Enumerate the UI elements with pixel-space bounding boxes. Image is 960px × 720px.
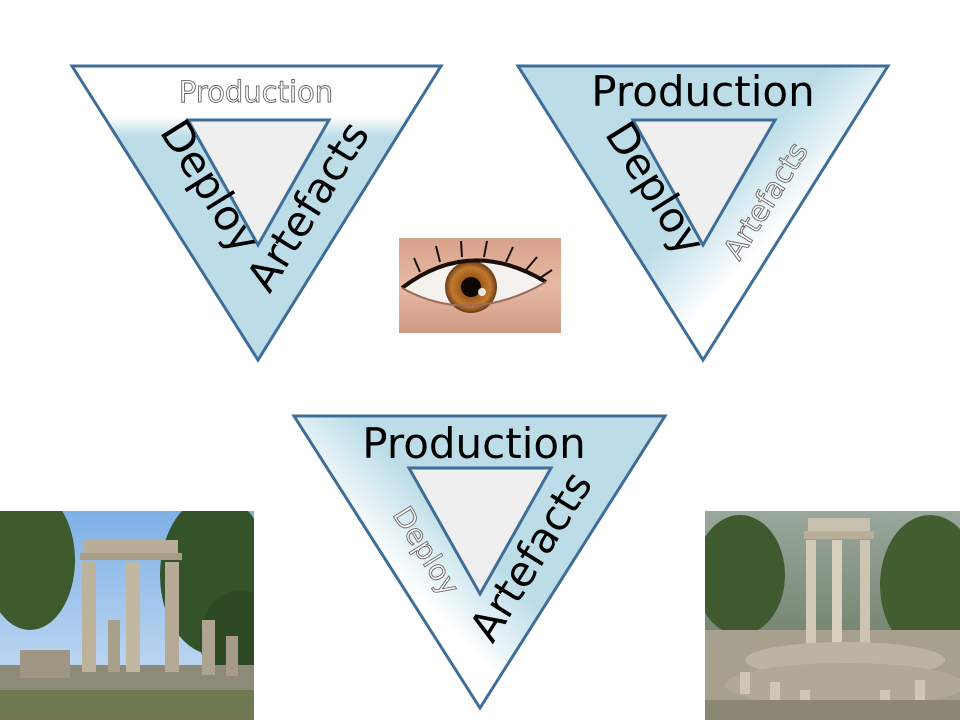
production-label: Production	[362, 419, 585, 468]
inner-triangle	[630, 118, 778, 249]
triangle-deploy-artefacts: Production Deploy Artefacts	[69, 64, 444, 363]
eye-photo	[399, 238, 561, 333]
inner-triangle	[406, 466, 554, 598]
triangle-production-deploy: Production Deploy Artefacts	[515, 64, 891, 363]
temple-ruins-photo-left	[0, 511, 254, 720]
inner-triangle	[185, 118, 332, 249]
production-label: Production	[591, 67, 814, 116]
triangle-production-artefacts: Production Deploy Artefacts	[291, 414, 668, 711]
production-label: Production	[179, 75, 333, 109]
temple-ruins-photo-right	[705, 511, 960, 720]
